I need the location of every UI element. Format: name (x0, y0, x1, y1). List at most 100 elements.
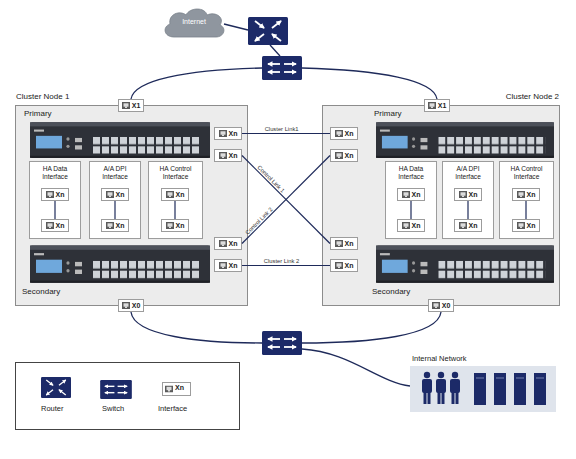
port-jack-icon (46, 222, 54, 229)
port-jack-icon (46, 191, 54, 198)
interface-port: Xn (214, 149, 242, 162)
interface-port: Xn (41, 219, 69, 232)
port-jack (219, 130, 227, 137)
port-name: Xn (527, 222, 536, 230)
port-jack-icon (166, 222, 174, 229)
interface-name: A/A DPI Interface (445, 165, 491, 180)
unit-role: Secondary (22, 287, 60, 296)
port-jack-icon (459, 191, 467, 198)
router-icon (248, 17, 288, 45)
unit-role: Primary (24, 109, 52, 118)
server-slot (516, 378, 524, 379)
port-name: Xn (412, 222, 421, 230)
server-slots (476, 378, 544, 379)
port-jack-icon (517, 222, 525, 229)
internet-cloud: Internet (160, 6, 228, 40)
port-name: Xn (229, 262, 238, 269)
lan-wire (302, 349, 410, 386)
port-jack-icon (122, 102, 130, 109)
port-jack (335, 152, 343, 159)
interface-link (174, 201, 175, 219)
port-name: Xn (229, 152, 238, 159)
port-name: Xn (56, 191, 65, 199)
cluster-link (242, 265, 330, 266)
port-jack-icon (166, 191, 174, 198)
link-label: Control Link 2 (244, 207, 274, 237)
user-body (436, 379, 446, 393)
port-jack-icon (335, 240, 343, 247)
port-jack (219, 152, 227, 159)
interface-sample (163, 383, 191, 396)
interface-port: Xn (330, 259, 358, 272)
interface-jack (165, 386, 173, 393)
port-jack (46, 222, 54, 229)
server-slot (476, 378, 484, 379)
port-jack (166, 222, 174, 229)
cluster-node: Cluster Node 1PrimarySecondaryX1HA Data … (15, 105, 248, 306)
port-jack-icon (517, 191, 525, 198)
user-head (452, 372, 458, 378)
interface-name: HA Control Interface (502, 165, 551, 180)
uplink-wire (131, 68, 262, 99)
server-slot (536, 378, 544, 379)
port-jack (335, 130, 343, 137)
network-label: Internal Network (412, 354, 467, 363)
router-sample (41, 377, 71, 398)
link-label: Cluster Link 2 (264, 258, 299, 264)
internal-network: Internal Network (408, 352, 558, 414)
user-leg (424, 392, 427, 404)
interface-port: Xn (161, 219, 189, 232)
server-tower (474, 373, 486, 405)
switch-icon (262, 56, 302, 80)
interface-port: X0 (428, 299, 454, 312)
interface-name: HA Data Interface (388, 165, 434, 180)
interface-port: Xn (41, 188, 69, 201)
port-name: Xn (469, 191, 478, 199)
unit-role: Secondary (372, 287, 410, 296)
cluster-link (242, 156, 330, 244)
switch-sample (100, 380, 132, 399)
interface-port: Xn (454, 219, 482, 232)
port-jack (219, 262, 227, 269)
port-name: X0 (132, 302, 141, 309)
interface-group: A/A DPI InterfaceXnXn (89, 161, 141, 239)
secondary-appliance (376, 245, 554, 282)
interface-port: X1 (118, 99, 144, 112)
interface-group: HA Data InterfaceXnXn (385, 161, 437, 239)
interface-name: HA Data Interface (32, 165, 78, 180)
interface-port: Xn (397, 188, 425, 201)
port-name: Xn (345, 152, 354, 159)
interface-port: Xn (330, 127, 358, 140)
primary-appliance (30, 122, 210, 158)
server-tower (534, 373, 546, 405)
link-label: Cluster Link1 (265, 126, 299, 132)
port-jack (459, 222, 467, 229)
port-name: Xn (176, 191, 185, 199)
port-jack (335, 262, 343, 269)
interface-link (54, 201, 55, 219)
interface-port: Xn (454, 188, 482, 201)
port-jack-icon (459, 222, 467, 229)
interface-link (467, 201, 468, 219)
port-jack-icon (106, 191, 114, 198)
user-figures (422, 372, 460, 404)
port-jack (459, 191, 467, 198)
port-jack (106, 191, 114, 198)
network-wires (131, 24, 441, 386)
port-jack-icon (428, 102, 436, 109)
interface-port: Xn (330, 237, 358, 250)
legend-frame (16, 363, 240, 430)
port-jack-icon (219, 262, 227, 269)
uplink-wire (302, 68, 437, 99)
port-name: Xn (116, 222, 125, 230)
port-jack (46, 191, 54, 198)
interface-link (410, 201, 411, 219)
interface-group: HA Control InterfaceXnXn (148, 161, 203, 239)
port-name: Xn (345, 240, 354, 247)
server-slot (496, 378, 504, 379)
port-jack-icon (219, 130, 227, 137)
port-name: X0 (442, 302, 451, 309)
interface-port: Xn (101, 219, 129, 232)
